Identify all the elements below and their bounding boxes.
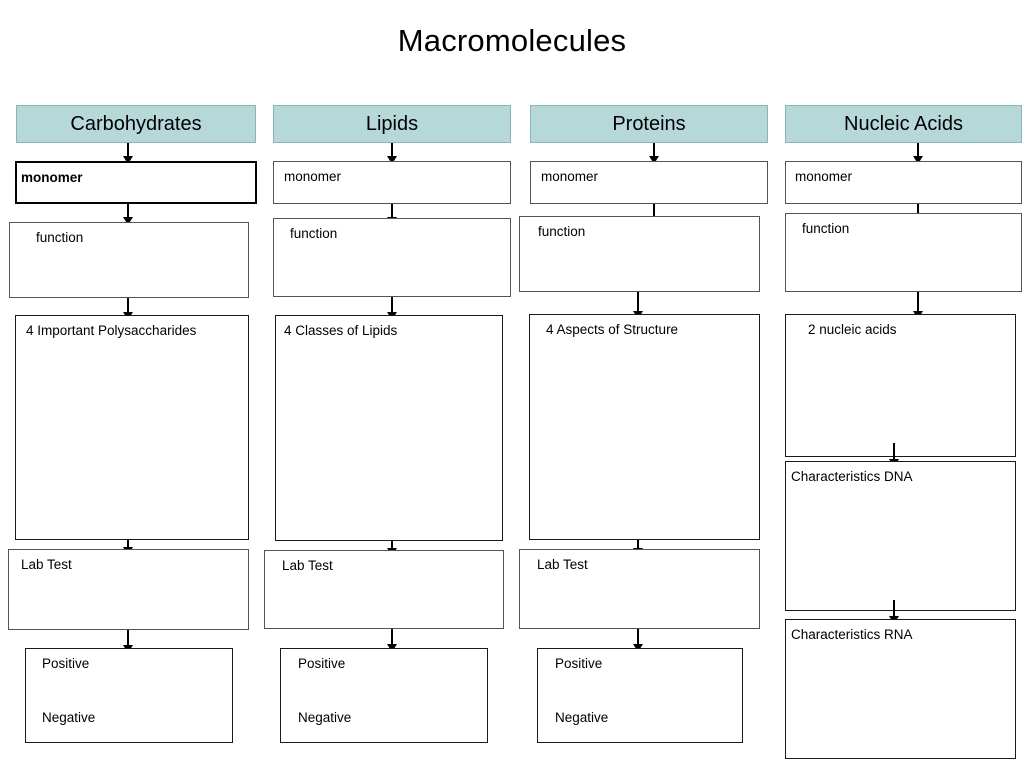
arrow-c4-dna-to-rna <box>889 600 899 624</box>
box-proteins-monomer[interactable]: monomer <box>530 161 768 204</box>
box-label: function <box>290 226 338 241</box>
box-label: function <box>36 230 84 245</box>
box-carbohydrates-result[interactable]: Positive Negative <box>25 648 233 743</box>
box-label: 4 Classes of Lipids <box>284 323 398 338</box>
box-label: Characteristics DNA <box>791 469 913 484</box>
header-label: Nucleic Acids <box>844 113 963 135</box>
box-lipids-result[interactable]: Positive Negative <box>280 648 488 743</box>
box-proteins-function[interactable]: function <box>519 216 760 292</box>
arrow-c2-labtest-to-result <box>387 629 397 652</box>
box-nucleic-acids-characteristics-rna[interactable]: Characteristics RNA <box>785 619 1016 759</box>
box-label-positive: Positive <box>42 656 90 671</box>
box-lipids-group[interactable]: 4 Classes of Lipids <box>275 315 503 541</box>
box-label: monomer <box>795 169 853 184</box>
arrow-c3-labtest-to-result <box>633 629 643 652</box>
box-label-positive: Positive <box>555 656 603 671</box>
box-carbohydrates-monomer[interactable]: monomer <box>15 161 257 204</box>
box-label: monomer <box>284 169 342 184</box>
box-carbohydrates-function[interactable]: function <box>9 222 249 298</box>
box-label: function <box>538 224 586 239</box>
arrow-c3-header-to-monomer <box>649 143 659 164</box>
header-label: Carbohydrates <box>70 113 202 135</box>
box-nucleic-acids-characteristics-dna[interactable]: Characteristics DNA <box>785 461 1016 611</box>
header-carbohydrates[interactable]: Carbohydrates <box>16 105 256 143</box>
box-proteins-group[interactable]: 4 Aspects of Structure <box>529 314 760 540</box>
box-label-positive: Positive <box>298 656 346 671</box>
arrow-c1-header-to-monomer <box>123 143 133 164</box>
box-lipids-lab-test[interactable]: Lab Test <box>264 550 504 629</box>
box-label-negative: Negative <box>42 709 96 725</box>
box-label-negative: Negative <box>298 709 352 725</box>
header-nucleic-acids[interactable]: Nucleic Acids <box>785 105 1022 143</box>
box-label: monomer <box>21 170 83 185</box>
header-lipids[interactable]: Lipids <box>273 105 511 143</box>
arrow-c2-header-to-monomer <box>387 143 397 164</box>
arrow-c2-function-to-group <box>387 297 397 320</box>
box-nucleic-acids-group[interactable]: 2 nucleic acids <box>785 314 1016 457</box>
box-carbohydrates-lab-test[interactable]: Lab Test <box>8 549 249 630</box>
box-label: 4 Aspects of Structure <box>546 322 679 337</box>
page-title: Macromolecules <box>397 23 627 58</box>
arrow-c2-group-to-labtest <box>387 541 397 556</box>
box-label: Lab Test <box>537 557 588 572</box>
box-lipids-function[interactable]: function <box>273 218 511 297</box>
arrow-c4-group-to-dna <box>889 443 899 467</box>
box-label: Lab Test <box>282 558 333 573</box>
arrow-c1-group-to-labtest <box>123 540 133 555</box>
box-nucleic-acids-monomer[interactable]: monomer <box>785 161 1022 204</box>
arrow-c3-function-to-group <box>633 292 643 319</box>
header-label: Proteins <box>612 113 686 135</box>
arrow-c4-function-to-group <box>913 292 923 319</box>
arrow-c1-monomer-to-function <box>123 204 133 225</box>
box-nucleic-acids-function[interactable]: function <box>785 213 1022 292</box>
box-lipids-monomer[interactable]: monomer <box>273 161 511 204</box>
box-label: function <box>802 221 850 236</box>
header-proteins[interactable]: Proteins <box>530 105 768 143</box>
box-label: 4 Important Polysaccharides <box>26 323 197 338</box>
box-label: Characteristics RNA <box>791 627 913 642</box>
arrow-c1-labtest-to-result <box>123 630 133 653</box>
box-label: Lab Test <box>21 557 72 572</box>
box-proteins-lab-test[interactable]: Lab Test <box>519 549 760 629</box>
box-carbohydrates-group[interactable]: 4 Important Polysaccharides <box>15 315 249 540</box>
arrow-c4-header-to-monomer <box>913 143 923 164</box>
arrow-c3-group-to-labtest <box>633 540 643 556</box>
arrow-c2-monomer-to-function <box>387 204 397 225</box>
header-label: Lipids <box>365 113 419 135</box>
box-label: monomer <box>541 169 599 184</box>
arrow-c1-function-to-group <box>123 298 133 320</box>
box-label: 2 nucleic acids <box>808 322 897 337</box>
box-proteins-result[interactable]: Positive Negative <box>537 648 743 743</box>
box-label-negative: Negative <box>555 709 609 725</box>
